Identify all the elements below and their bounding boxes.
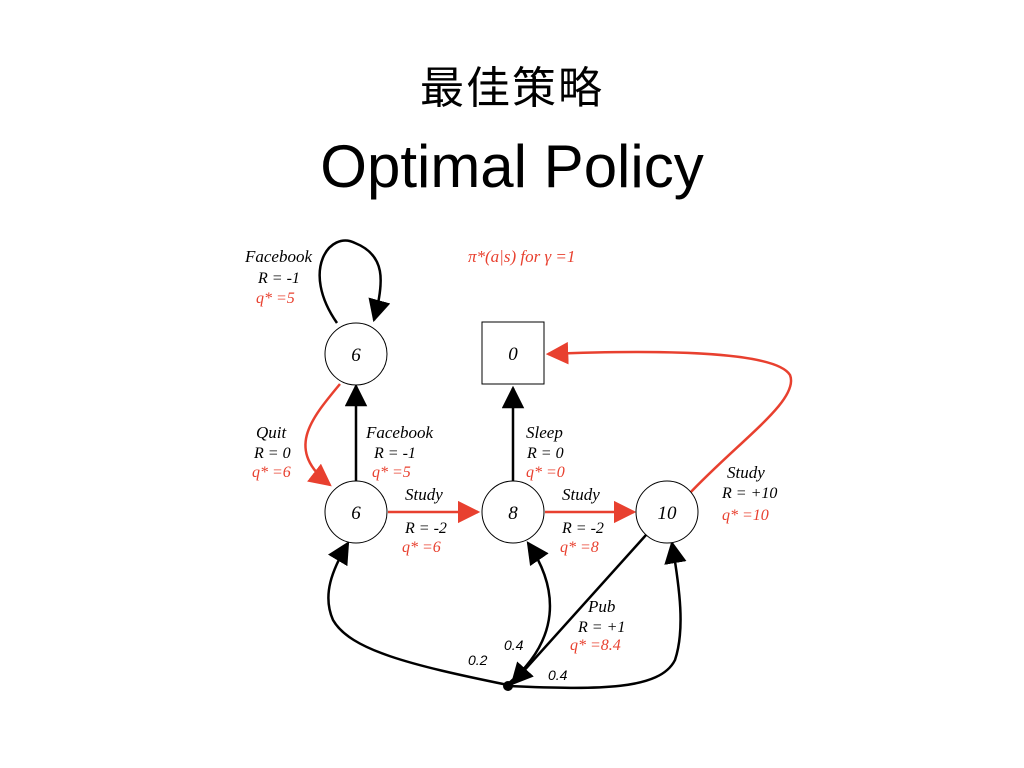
facebook-loop-action: Facebook bbox=[244, 247, 312, 266]
sleep-reward: R = 0 bbox=[526, 445, 564, 462]
sleep-action: Sleep bbox=[526, 423, 563, 442]
facebook-action: Facebook bbox=[365, 423, 433, 442]
quit-edge bbox=[304, 383, 341, 487]
state-facebook bbox=[324, 322, 388, 386]
quit-q: q* =6 bbox=[252, 464, 291, 481]
facebook-loop-q: q* =5 bbox=[256, 290, 295, 307]
study2-action: Study bbox=[562, 485, 600, 504]
probability-class1: 0.2 bbox=[468, 652, 488, 668]
state-class3-value: 10 bbox=[658, 503, 678, 524]
policy-header-note: π*(a|s) for γ =1 bbox=[468, 247, 575, 266]
chance-to-class3-edge bbox=[507, 540, 687, 690]
state-class1-value: 6 bbox=[351, 503, 361, 524]
slide-title-english: Optimal Policy bbox=[320, 133, 704, 200]
quit-reward: R = 0 bbox=[253, 445, 291, 462]
state-class3 bbox=[635, 480, 699, 544]
pub-q: q* =8.4 bbox=[570, 637, 621, 654]
state-facebook-value: 6 bbox=[351, 345, 361, 366]
chance-to-class2-edge bbox=[507, 541, 552, 685]
state-class1 bbox=[324, 480, 388, 544]
state-class2-value: 8 bbox=[508, 503, 518, 524]
sleep-q: q* =0 bbox=[526, 464, 565, 481]
study1-reward: R = -2 bbox=[404, 520, 447, 537]
study2-q: q* =8 bbox=[560, 539, 599, 556]
chance-to-class1-edge bbox=[327, 541, 509, 687]
study3-action: Study bbox=[727, 463, 765, 482]
study3-edge bbox=[545, 341, 793, 496]
state-terminal bbox=[481, 321, 545, 385]
state-terminal-value: 0 bbox=[508, 344, 518, 365]
pub-action: Pub bbox=[587, 597, 615, 616]
probability-class2: 0.4 bbox=[504, 637, 524, 653]
probability-class3: 0.4 bbox=[548, 667, 568, 683]
pub-edge bbox=[510, 534, 647, 686]
facebook-loop-reward: R = -1 bbox=[257, 270, 300, 287]
facebook-loop-edge bbox=[318, 239, 391, 324]
study1-q: q* =6 bbox=[402, 539, 441, 556]
chance-node bbox=[503, 681, 513, 691]
quit-action: Quit bbox=[256, 423, 288, 442]
study3-reward: R = +10 bbox=[721, 485, 777, 502]
pub-reward: R = +1 bbox=[577, 619, 625, 636]
state-class2 bbox=[481, 480, 545, 544]
facebook-q: q* =5 bbox=[372, 464, 411, 481]
facebook-reward: R = -1 bbox=[373, 445, 416, 462]
slide-title-chinese: 最佳策略 bbox=[420, 63, 604, 114]
study3-q: q* =10 bbox=[722, 507, 769, 524]
study1-action: Study bbox=[405, 485, 443, 504]
study2-reward: R = -2 bbox=[561, 520, 604, 537]
